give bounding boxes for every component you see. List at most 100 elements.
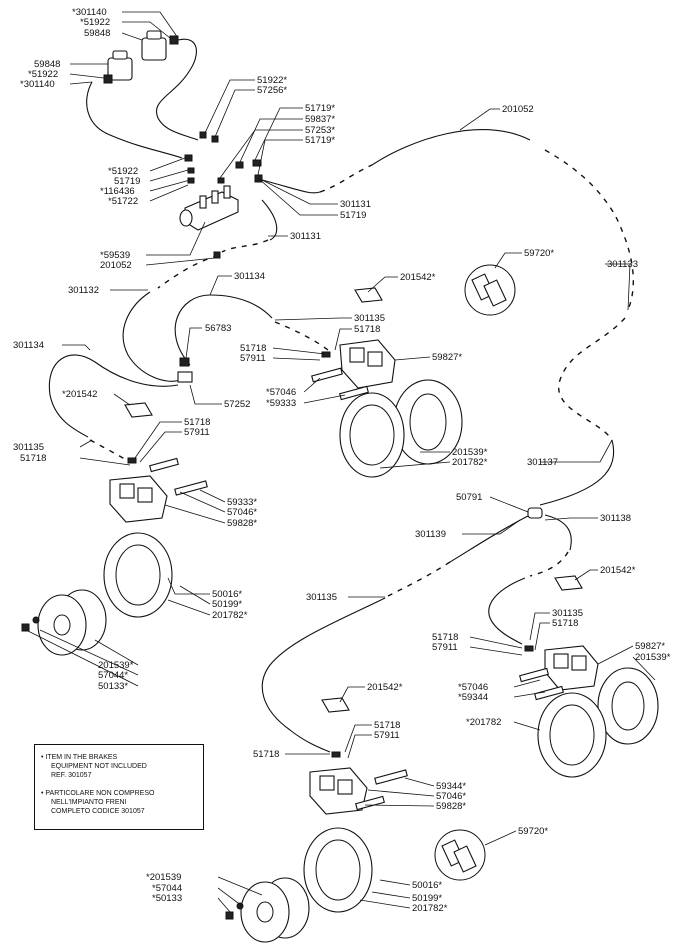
label-59827: 59827* — [432, 352, 462, 363]
label-51719: 51719 — [114, 176, 140, 187]
label-201542: 201542* — [400, 272, 436, 283]
note-en-line-3: REF. 301057 — [51, 772, 92, 779]
label-201782: 201782* — [412, 903, 448, 914]
label-57046: *57046 — [266, 387, 296, 398]
label-301137: 301137 — [527, 457, 558, 468]
label-50199: 50199* — [412, 893, 442, 904]
note-it-line-1: • PARTICOLARE NON COMPRESO — [41, 790, 155, 797]
label-301135: 301135 — [306, 592, 337, 603]
label-57044: *57044 — [152, 883, 182, 894]
label-59828: 59828* — [436, 801, 466, 812]
note-it-line-2: NELL'IMPIANTO FRENI — [51, 799, 127, 806]
label-201542: 201542* — [600, 565, 636, 576]
label-51718: 51718 — [240, 343, 266, 354]
master-cylinder-block — [179, 131, 263, 259]
label-301140: *301140 — [20, 79, 55, 90]
label-201052: 201052 — [502, 104, 534, 115]
label-51718: 51718 — [20, 453, 46, 464]
label-201539: *201539 — [146, 872, 181, 883]
brake-fluid-reservoirs — [103, 30, 179, 84]
label-59720: 59720* — [518, 826, 548, 837]
label-301131: 301131 — [290, 231, 321, 242]
label-59333: *59333 — [266, 398, 296, 409]
label-57911: 57911 — [432, 642, 458, 653]
label-57046: *57046 — [458, 682, 488, 693]
part-number-labels: *301140 *51922 59848 59848 *51922 *30114… — [13, 7, 671, 914]
label-59837: 59837* — [305, 114, 335, 125]
label-51719: 51719 — [340, 210, 366, 221]
label-57911: 57911 — [184, 427, 210, 438]
label-59333: 59333* — [227, 497, 257, 508]
caliper-left — [109, 457, 208, 523]
junctions — [177, 357, 543, 519]
label-50133: *50133 — [152, 893, 182, 904]
leader-lines — [25, 11, 656, 913]
label-50133: 50133* — [98, 681, 128, 692]
label-51922: *51922 — [28, 69, 58, 80]
label-301133: 301133 — [607, 259, 638, 270]
label-57046: 57046* — [436, 791, 466, 802]
disc-right — [537, 667, 659, 778]
label-50199: 50199* — [212, 599, 242, 610]
label-59848: 59848 — [84, 28, 110, 39]
label-201052: 201052 — [100, 260, 132, 271]
caliper-upper-right — [311, 339, 396, 401]
label-51722: *51722 — [108, 196, 138, 207]
label-301139: 301139 — [415, 529, 446, 540]
label-201542: *201542 — [62, 389, 97, 400]
label-51718: 51718 — [253, 749, 279, 760]
label-201542: 201542* — [367, 682, 403, 693]
label-57253: 57253* — [305, 125, 335, 136]
legend-note-box: • ITEM IN THE BRAKES EQUIPMENT NOT INCLU… — [34, 744, 204, 830]
disc-lower — [225, 827, 373, 943]
label-50791: 50791 — [456, 492, 482, 503]
label-201539: 201539* — [98, 660, 134, 671]
label-59848: 59848 — [34, 59, 60, 70]
label-301131: 301131 — [340, 199, 371, 210]
label-57911: 57911 — [374, 730, 400, 741]
brake-lines — [48, 38, 634, 753]
label-59344: 59344* — [436, 781, 466, 792]
note-en-line-2: EQUIPMENT NOT INCLUDED — [51, 763, 147, 770]
label-51718: 51718 — [184, 417, 210, 428]
label-57044: 57044* — [98, 670, 128, 681]
label-301135: 301135 — [552, 608, 583, 619]
label-301135: 301135 — [354, 313, 385, 324]
label-51922: *51922 — [80, 17, 110, 28]
label-301134: 301134 — [234, 271, 265, 282]
label-51718: 51718 — [432, 632, 458, 643]
label-57252: 57252 — [224, 399, 250, 410]
label-57046: 57046* — [227, 507, 257, 518]
label-57911: 57911 — [240, 353, 266, 364]
label-51922: 51922* — [257, 75, 287, 86]
label-301135: 301135 — [13, 442, 44, 453]
label-201782: *201782 — [466, 717, 501, 728]
label-51718: 51718 — [354, 324, 380, 335]
label-51922: *51922 — [108, 166, 138, 177]
label-59828: 59828* — [227, 518, 257, 529]
label-57256: 57256* — [257, 85, 287, 96]
label-201782: 201782* — [452, 457, 488, 468]
disc-left — [21, 532, 173, 656]
label-301132: 301132 — [68, 285, 99, 296]
label-301134: 301134 — [13, 340, 44, 351]
label-59539: *59539 — [100, 250, 130, 261]
caliper-lower — [309, 751, 408, 815]
label-59720: 59720* — [524, 248, 554, 259]
label-56783: 56783 — [205, 323, 231, 334]
label-201539: 201539* — [452, 447, 488, 458]
label-301138: 301138 — [600, 513, 631, 524]
disc-upper-right — [339, 379, 463, 478]
label-301140: *301140 — [72, 7, 107, 18]
note-it-line-3: COMPLETO CODICE 301057 — [51, 808, 145, 815]
label-50016: 50016* — [412, 880, 442, 891]
label-51718: 51718 — [374, 720, 400, 731]
label-51719: 51719* — [305, 135, 335, 146]
caliper-right — [519, 645, 599, 701]
label-59344: *59344 — [458, 692, 488, 703]
label-116436: *116436 — [100, 186, 135, 197]
label-201782: 201782* — [212, 610, 248, 621]
label-51718: 51718 — [552, 618, 578, 629]
